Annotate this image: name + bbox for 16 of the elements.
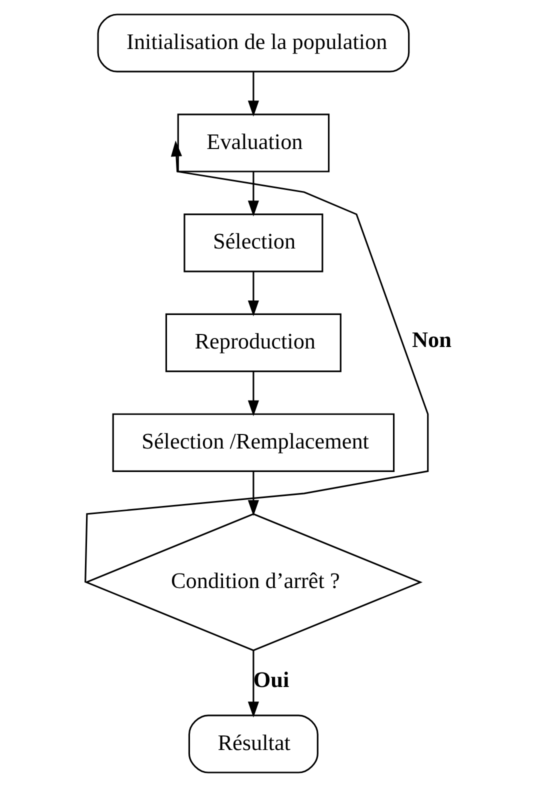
arrow (248, 272, 259, 316)
arrow (248, 72, 259, 117)
arrow (248, 650, 259, 718)
node-box: Sélection /Remplacement (112, 413, 395, 472)
arrow (248, 372, 259, 416)
node-box: Résultat (188, 714, 318, 774)
arrow (248, 172, 259, 216)
node-box: Evaluation (177, 114, 330, 172)
edge-label: Non (412, 327, 452, 352)
arrow (84, 140, 429, 582)
node-diamond: Condition d’arrêt ? (84, 513, 423, 652)
edge-label: Oui (253, 667, 290, 692)
arrow (248, 472, 259, 516)
node-box: Reproduction (165, 313, 342, 372)
node-box: Sélection (184, 214, 324, 272)
node-box: Initialisation de la population (97, 14, 410, 72)
